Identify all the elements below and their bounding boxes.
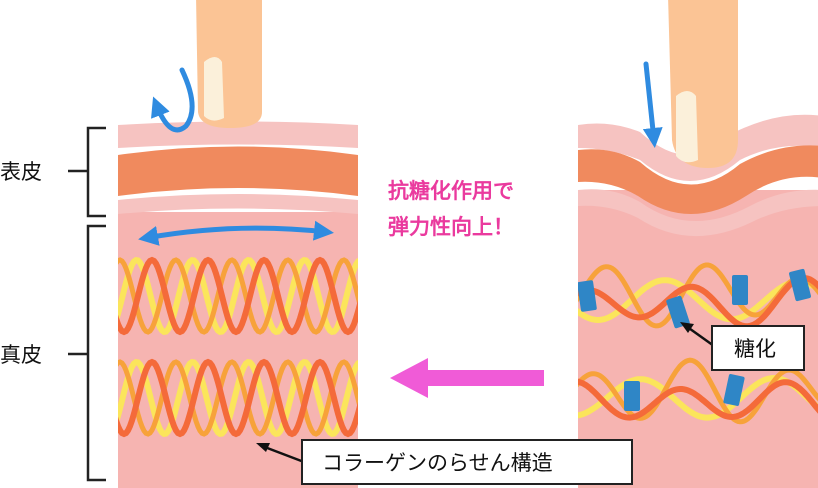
- collagen-strand: [578, 378, 818, 421]
- glycation-block: [723, 374, 745, 406]
- collagen-pointer-head: [256, 443, 270, 452]
- right-epidermis-top-layer: [578, 114, 818, 181]
- collagen-strand: [118, 256, 358, 336]
- right-epidermis-orange-layer: [578, 145, 818, 214]
- epidermis-bracket: [68, 126, 106, 218]
- collagen-strand: [118, 358, 358, 438]
- collagen-label: コラーゲンのらせん構造: [322, 451, 553, 475]
- left-epidermis-orange-layer: [118, 146, 358, 196]
- right-epidermis-lower-layer: [578, 189, 818, 236]
- glycation-pointer: [685, 324, 715, 348]
- left-collagen-helices: [118, 256, 358, 438]
- glycation-block: [578, 280, 597, 312]
- right-skin-panel: [578, 114, 818, 488]
- finger-icon: [668, 0, 738, 168]
- collagen-strand: [578, 274, 818, 330]
- dermis-bracket: [68, 224, 106, 482]
- collagen-pointer: [261, 444, 305, 464]
- glycation-pointer-head: [680, 322, 694, 333]
- left-epidermis-lower-layer: [118, 194, 358, 214]
- glycation-block: [789, 268, 811, 302]
- right-glycated-collagen: [578, 262, 818, 425]
- left-skin-panel: [118, 121, 358, 488]
- collagen-strand: [118, 256, 358, 336]
- glycation-label: 糖化: [734, 337, 776, 361]
- glycation-block: [624, 381, 640, 411]
- down-arrow-icon: [642, 61, 663, 148]
- glycation-block: [732, 275, 748, 305]
- epidermis-label: 表皮: [0, 160, 42, 184]
- finger-icon: [196, 0, 262, 128]
- collagen-strand: [118, 358, 358, 438]
- collagen-strand: [118, 257, 358, 335]
- curved-arrow-icon: [151, 67, 195, 133]
- dermis-label: 真皮: [0, 343, 42, 367]
- left-arrow-icon: [390, 358, 544, 398]
- collagen-box: [301, 439, 633, 485]
- double-arrow-icon: [138, 220, 334, 246]
- center-text-line2: 弾力性向上！: [388, 215, 514, 239]
- center-text-line1: 抗糖化作用で: [388, 179, 514, 203]
- collagen-strand: [118, 359, 358, 437]
- glycation-block: [666, 295, 690, 329]
- glycation-box: [711, 325, 805, 371]
